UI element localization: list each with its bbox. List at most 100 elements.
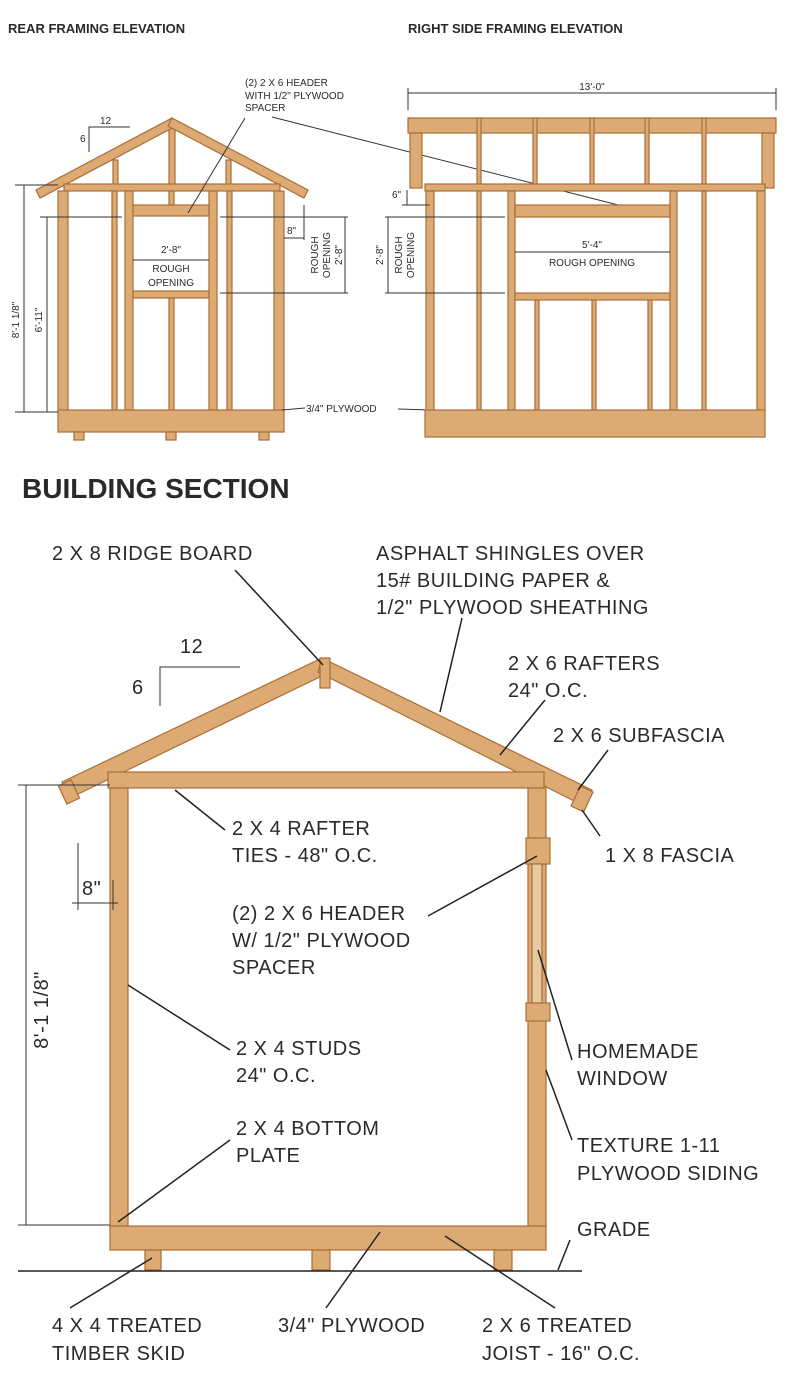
label-grade: GRADE xyxy=(577,1219,651,1241)
label-text: 2 X 4 STUDS xyxy=(236,1038,362,1060)
label-text: 24" O.C. xyxy=(236,1065,316,1087)
rear-elevation-title: REAR FRAMING ELEVATION xyxy=(8,21,185,36)
rafter xyxy=(701,117,707,189)
window-header xyxy=(514,204,671,218)
label-text: (2) 2 X 6 HEADER xyxy=(232,903,406,925)
label-text: JOIST - 16" O.C. xyxy=(482,1343,640,1365)
door-height: 6'-11" xyxy=(34,307,45,332)
corner-stud xyxy=(273,190,285,412)
label-fascia: 1 X 8 FASCIA xyxy=(605,845,735,867)
label-text: SPACER xyxy=(232,957,316,979)
header-label: SPACER xyxy=(245,103,285,114)
floor-frame xyxy=(424,409,766,438)
skid xyxy=(165,431,177,441)
rafter xyxy=(532,117,538,189)
rafter xyxy=(589,117,595,189)
floor-frame xyxy=(109,1225,547,1251)
overall-height: 8'-1 1/8" xyxy=(31,971,53,1049)
floor-frame xyxy=(57,409,285,433)
rafter-end xyxy=(761,132,775,189)
pitch-run: 12 xyxy=(100,116,112,127)
label-text: 2 X 6 TREATED xyxy=(482,1315,632,1337)
label-text: 2 X 8 RIDGE BOARD xyxy=(52,543,253,565)
sill xyxy=(132,290,210,299)
ridge-board xyxy=(319,657,331,689)
label-text: 4 X 4 TREATED xyxy=(52,1315,202,1337)
rafter-right xyxy=(167,117,309,199)
label-window: HOMEMADE WINDOW xyxy=(577,1041,698,1090)
label-text: W/ 1/2" PLYWOOD xyxy=(232,930,411,952)
label-rafter-ties: 2 X 4 RAFTER TIES - 48" O.C. xyxy=(232,818,378,867)
label-text: 15# BUILDING PAPER & xyxy=(376,570,610,592)
label-siding: TEXTURE 1-11 PLYWOOD SIDING xyxy=(577,1135,759,1185)
window-height: 2'-8" xyxy=(334,245,345,265)
label-text: 2 X 6 RAFTERS xyxy=(508,653,660,675)
rafter xyxy=(476,117,482,189)
label-text: 1/2" PLYWOOD SHEATHING xyxy=(376,597,649,619)
label-rafters: 2 X 6 RAFTERS 24" O.C. xyxy=(508,653,660,702)
top-plate xyxy=(424,183,766,192)
header-label: (2) 2 X 6 HEADER xyxy=(245,78,328,89)
corner-stud xyxy=(756,190,766,412)
top-plate xyxy=(63,183,281,192)
offset-dim: 8" xyxy=(287,226,297,237)
skid xyxy=(73,431,85,441)
overall-height: 8'-1 1/8" xyxy=(11,301,22,338)
label-header: (2) 2 X 6 HEADER W/ 1/2" PLYWOOD SPACER xyxy=(232,903,411,979)
window-stud xyxy=(669,190,678,412)
label-ridge-board: 2 X 8 RIDGE BOARD xyxy=(52,543,253,565)
label-text: TIMBER SKID xyxy=(52,1343,185,1365)
window-sill xyxy=(514,292,671,301)
door-opening-label: ROUGH xyxy=(152,264,189,275)
door-opening-label: OPENING xyxy=(148,278,194,289)
rough-opening-label: OPENING xyxy=(406,232,417,278)
stud xyxy=(476,190,482,412)
header-label: WITH 1/2" PLYWOOD xyxy=(245,91,344,102)
section-title: BUILDING SECTION xyxy=(22,473,290,504)
left-wall xyxy=(109,787,129,1227)
rough-opening-label: ROUGH xyxy=(394,236,405,273)
corner-stud xyxy=(57,190,69,412)
cripple-stud xyxy=(534,299,540,412)
cripple-stud xyxy=(168,190,175,206)
label-text: 1 X 8 FASCIA xyxy=(605,845,735,867)
door-header xyxy=(132,204,210,217)
label-text: 3/4" PLYWOOD xyxy=(278,1315,425,1337)
label-text: 2 X 4 RAFTER xyxy=(232,818,370,840)
stud xyxy=(168,297,175,412)
label-bottom-plate: 2 X 4 BOTTOM PLATE xyxy=(236,1118,379,1167)
building-section: BUILDING SECTION 12 6 8'-1 1/8" 8" 2 X 8… xyxy=(18,473,759,1365)
stud xyxy=(111,190,118,412)
label-text: 2 X 6 SUBFASCIA xyxy=(553,725,725,747)
pitch-rise: 6 xyxy=(132,677,144,699)
length-dim: 13'-0" xyxy=(579,82,605,93)
label-text: GRADE xyxy=(577,1219,651,1241)
label-text: 24" O.C. xyxy=(508,680,588,702)
window-width: 5'-4" xyxy=(582,240,602,251)
skid xyxy=(258,431,270,441)
pitch-run: 12 xyxy=(180,636,203,658)
rough-opening-label: OPENING xyxy=(322,232,333,278)
cripple-stud xyxy=(591,299,597,412)
rafter-end xyxy=(409,132,423,189)
label-skid: 4 X 4 TREATED TIMBER SKID xyxy=(52,1315,202,1365)
rough-opening-label: ROUGH xyxy=(310,236,321,273)
gable-stud xyxy=(168,124,176,189)
label-text: PLATE xyxy=(236,1145,300,1167)
window-stud xyxy=(507,190,516,412)
label-text: 2 X 4 BOTTOM xyxy=(236,1118,379,1140)
door-width: 2'-8" xyxy=(161,245,181,256)
homemade-window xyxy=(531,863,543,1004)
fascia-right xyxy=(570,785,594,813)
floor-label: 3/4" PLYWOOD xyxy=(306,404,377,415)
skid xyxy=(493,1249,513,1271)
label-text: ASPHALT SHINGLES OVER xyxy=(376,543,645,565)
fascia-left xyxy=(57,779,81,805)
rafter xyxy=(644,117,650,189)
right-elevation-title: RIGHT SIDE FRAMING ELEVATION xyxy=(408,21,623,36)
window-height: 2'-8" xyxy=(375,245,386,265)
label-plywood: 3/4" PLYWOOD xyxy=(278,1315,425,1337)
label-text: TIES - 48" O.C. xyxy=(232,845,378,867)
door-stud xyxy=(124,190,134,412)
